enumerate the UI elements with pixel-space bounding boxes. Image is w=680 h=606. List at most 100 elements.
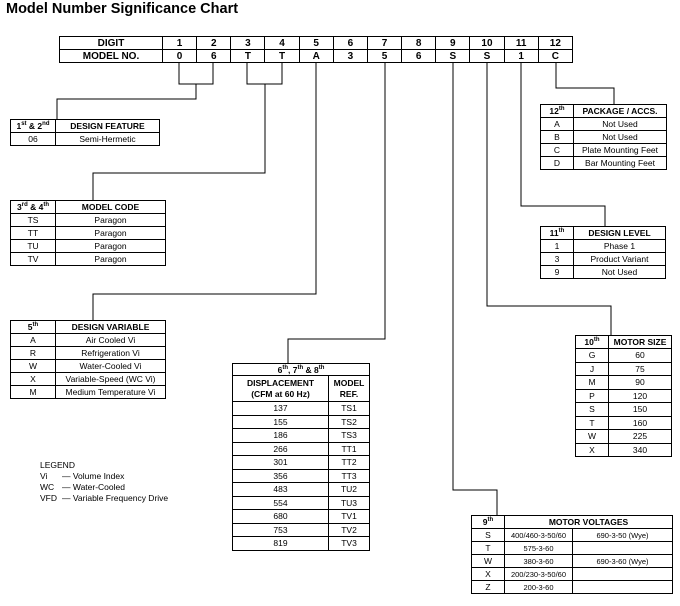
digit-header: 9th [471,515,505,529]
model-cell: 6 [401,49,437,63]
model-cell: T [264,49,300,63]
digit-cell: 5 [298,36,334,50]
digit-header: 6th, 7th & 8th [232,363,370,376]
digit-header: 10th [575,335,609,349]
digit-cell: 6 [332,36,368,50]
model-cell: 3 [332,49,368,63]
digit-cell: 10 [469,36,505,50]
digit-cell: 9 [435,36,471,50]
table-row: 06 Semi-Hermetic [10,132,160,146]
model-row: MODEL NO. 0 6 T T A 3 5 6 S S 1 C [59,49,574,63]
digit-cell: 2 [196,36,232,50]
digit-header: 3rd & 4th [10,200,56,214]
model-cell: S [435,49,471,63]
digit-cell: 1 [161,36,198,50]
model-code-header: MODEL CODE [55,200,166,214]
design-feature-table: 1st & 2nd DESIGN FEATURE 06 Semi-Hermeti… [10,119,160,146]
digit-cell: 7 [366,36,403,50]
model-cell: C [537,49,574,63]
design-variable-header: DESIGN VARIABLE [55,320,166,334]
package-header: PACKAGE / ACCS. [573,104,667,118]
model-cell: 0 [161,49,198,63]
digit-cell: 8 [401,36,437,50]
model-cell: 1 [503,49,539,63]
displacement-table: 6th, 7th & 8th DISPLACEMENT(CFM at 60 Hz… [232,363,370,551]
design-feature-header: DESIGN FEATURE [55,119,160,133]
digit-cell: 12 [537,36,574,50]
digit-header: 1st & 2nd [10,119,56,133]
digit-row: DIGIT 1 2 3 4 5 6 7 8 9 10 11 12 [59,36,574,50]
motor-size-header: MOTOR SIZE [608,335,672,349]
digit-header: 12th [540,104,574,118]
model-cell: A [298,49,334,63]
model-cell: T [230,49,266,63]
legend-title: LEGEND [40,460,75,470]
legend-item: VFD— Variable Frequency Drive [40,493,169,503]
model-cell: S [469,49,505,63]
digit-label: DIGIT [59,36,163,50]
model-cell: 5 [366,49,403,63]
model-cell: 6 [196,49,232,63]
displacement-header: DISPLACEMENT(CFM at 60 Hz) [232,375,329,402]
digit-header: 11th [540,226,574,240]
design-level-header: DESIGN LEVEL [573,226,666,240]
legend-item: Vi— Volume Index [40,471,125,481]
digit-cell: 3 [230,36,266,50]
digit-cell: 11 [503,36,539,50]
model-label: MODEL NO. [59,49,163,63]
digit-cell: 4 [264,36,300,50]
legend: LEGEND Vi— Volume Index WC— Water-Cooled… [40,460,168,504]
legend-item: WC— Water-Cooled [40,482,125,492]
motor-voltages-header: MOTOR VOLTAGES [504,515,673,529]
page-title: Model Number Significance Chart [6,1,239,17]
